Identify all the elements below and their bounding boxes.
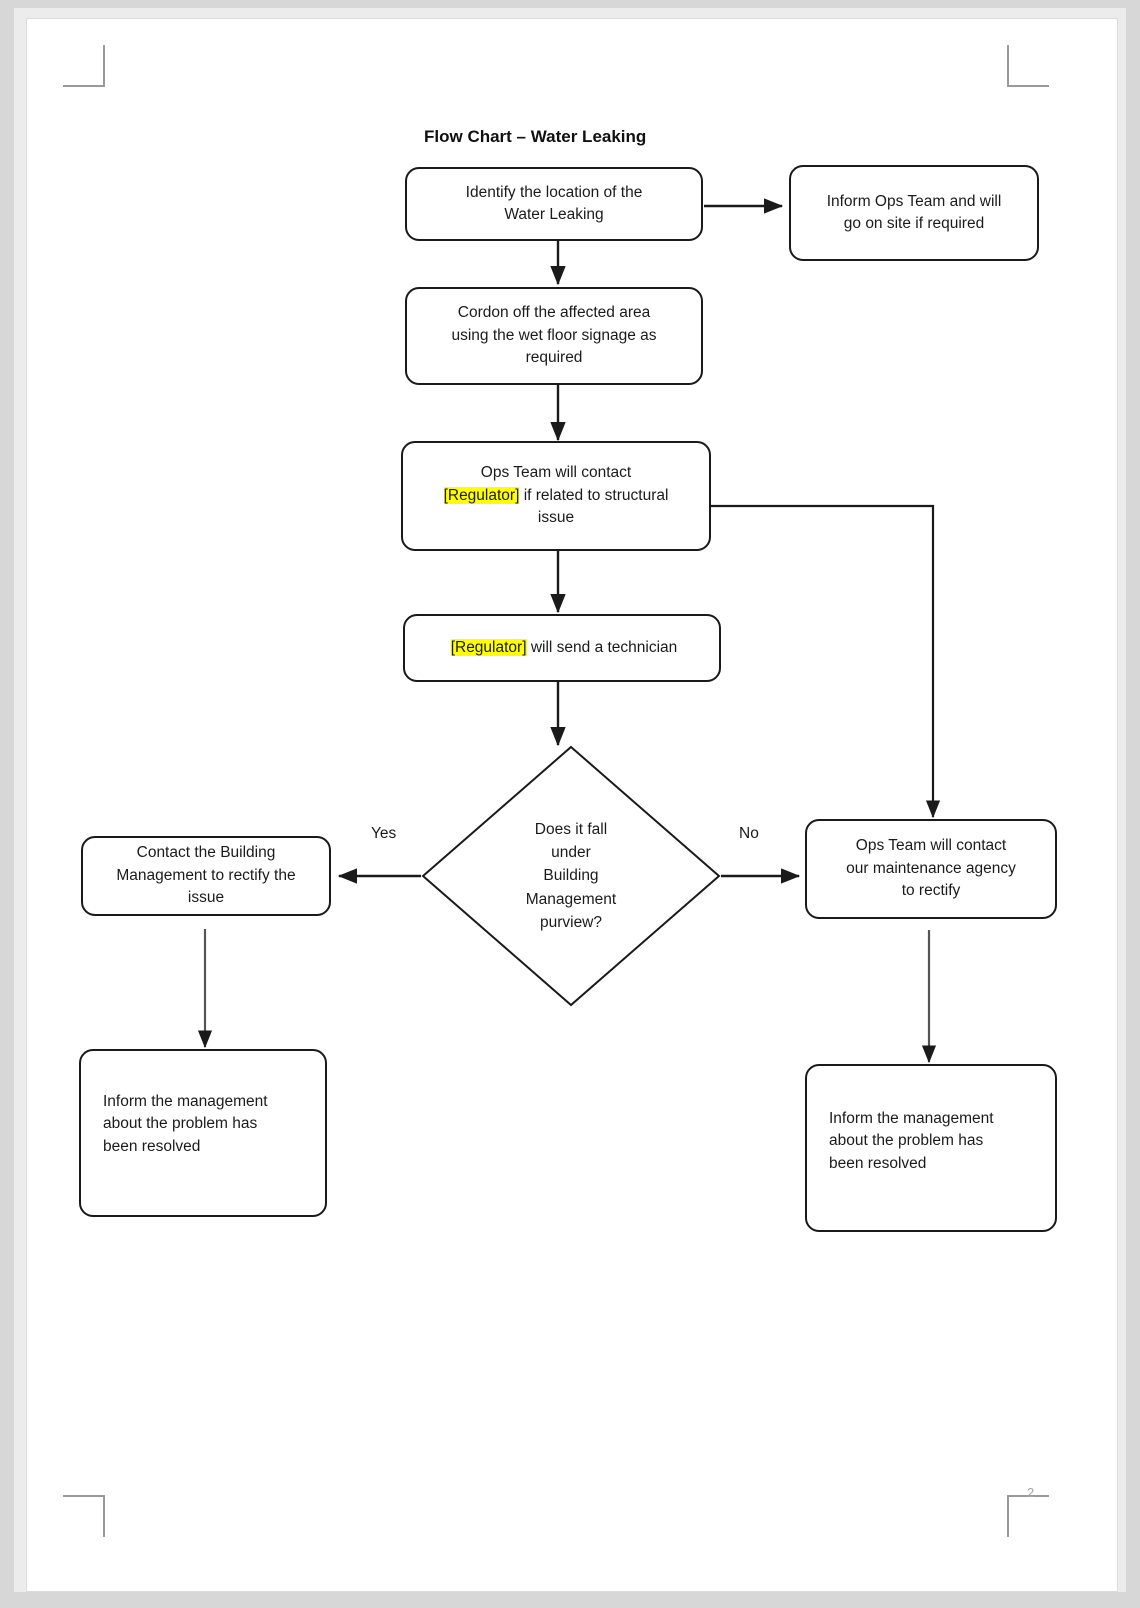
node-inform-right-line1: Inform the management	[829, 1110, 994, 1127]
crop-mark-top-left	[63, 45, 105, 87]
highlight-regulator-token: [Regulator]	[443, 486, 520, 504]
node-contact-bm-line1: Contact the Building	[136, 844, 276, 862]
node-identify-line2: Water Leaking	[504, 206, 604, 223]
node-contact-bm-line2: Management to rectify the	[116, 866, 296, 884]
edge-ops-regulator-to-maintenance	[711, 504, 941, 819]
node-contact-building-management[interactable]: Contact the Building Management to recti…	[81, 836, 331, 916]
node-decision-line5: purview?	[539, 913, 602, 931]
node-regulator-send-technician[interactable]: [Regulator] will send a technician	[403, 614, 721, 682]
node-identify-location[interactable]: Identify the location of the Water Leaki…	[405, 167, 703, 241]
edge-label-yes: Yes	[371, 825, 397, 842]
edge-label-no: No	[739, 825, 759, 842]
node-ops-maintenance-agency[interactable]: Ops Team will contact our maintenance ag…	[805, 819, 1057, 919]
crop-mark-bottom-right	[1007, 1495, 1049, 1537]
node-inform-ops-line1: Inform Ops Team and will	[826, 192, 1002, 210]
node-ops-contact-regulator[interactable]: Ops Team will contact [Regulator] if rel…	[401, 441, 711, 551]
node-inform-ops-line2: go on site if required	[843, 215, 985, 232]
highlight-regulator-token-2: [Regulator]	[450, 638, 527, 656]
page-title: Flow Chart – Water Leaking	[424, 127, 647, 146]
node-technician-text: will send a technician	[526, 638, 678, 656]
crop-mark-top-right	[1007, 45, 1049, 87]
node-cordon-line1: Cordon off the affected area	[457, 304, 651, 322]
node-ops-regulator-line1: Ops Team will contact	[480, 464, 632, 482]
node-inform-right-line2: about the problem has	[829, 1132, 984, 1150]
node-inform-right-line3: been resolved	[829, 1154, 927, 1172]
node-inform-left-line1: Inform the management	[103, 1093, 268, 1110]
node-ops-regulator-line3: issue	[537, 509, 575, 527]
node-cordon-off-area[interactable]: Cordon off the affected area using the w…	[405, 287, 703, 385]
node-maintenance-line1: Ops Team will contact	[855, 837, 1007, 855]
page-number: 2	[1027, 1485, 1035, 1500]
node-identify-line1: Identify the location of the	[465, 183, 643, 201]
node-decision-line2: under	[551, 844, 591, 862]
node-decision-line3: Building	[543, 867, 599, 885]
document-page: 2 Flow Chart – Water Leaking	[26, 18, 1118, 1592]
node-decision-building-management[interactable]: Does it fall under Building Management p…	[421, 745, 721, 1007]
node-cordon-line3: required	[525, 349, 583, 367]
node-contact-bm-line3: issue	[187, 889, 225, 907]
node-inform-management-right[interactable]: Inform the management about the problem …	[805, 1064, 1057, 1232]
node-inform-ops-team[interactable]: Inform Ops Team and will go on site if r…	[789, 165, 1039, 261]
node-inform-management-left[interactable]: Inform the management about the problem …	[79, 1049, 327, 1217]
node-decision-line4: Management	[525, 890, 617, 908]
node-inform-left-line2: about the problem has	[103, 1115, 258, 1133]
node-ops-regulator-line2-rest: if related to structural	[519, 486, 669, 504]
diamond-shape	[421, 745, 721, 1007]
node-inform-left-line3: been resolved	[103, 1137, 201, 1155]
flow-chart: Flow Chart – Water Leaking	[27, 19, 1117, 1591]
node-decision-line1: Does it fall	[534, 820, 608, 838]
node-cordon-line2: using the wet floor signage as	[451, 326, 657, 344]
crop-mark-bottom-left	[63, 1495, 105, 1537]
node-maintenance-line3: to rectify	[901, 882, 961, 900]
node-maintenance-line2: our maintenance agency	[846, 859, 1016, 877]
